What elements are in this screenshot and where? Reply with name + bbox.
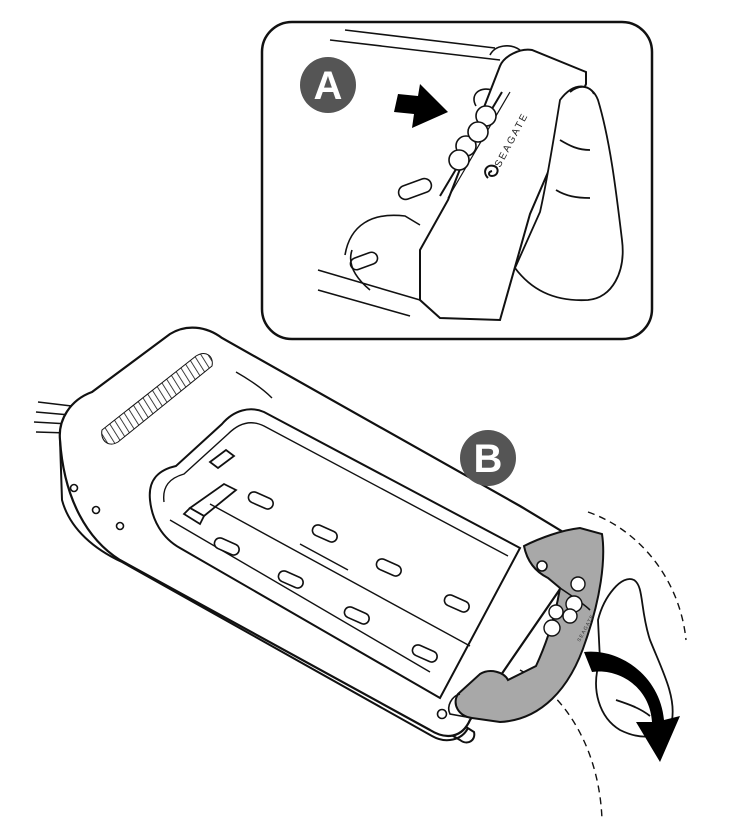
release-handle: SEAGATE	[447, 526, 605, 724]
rotate-arrow-icon	[584, 651, 680, 762]
rotation-guides	[519, 511, 687, 821]
mounting-slots	[213, 491, 470, 663]
sata-connector	[182, 448, 238, 526]
vent-grill	[101, 353, 213, 445]
main-step-b: SEAGATE B	[33, 326, 687, 821]
seagate-logo-icon	[484, 164, 499, 179]
step-label-a: A	[314, 64, 343, 108]
inset-tray-detail	[317, 29, 521, 317]
inset-hand	[513, 85, 624, 302]
step-label-b: B	[474, 437, 503, 481]
drive-bay	[148, 408, 522, 700]
step-badge-a: A	[300, 57, 356, 113]
inset-step-a: SEAGATE A	[260, 20, 654, 341]
push-arrow-icon	[394, 84, 448, 128]
step-badge-b: B	[460, 430, 516, 486]
inset-handle: SEAGATE	[419, 48, 587, 322]
